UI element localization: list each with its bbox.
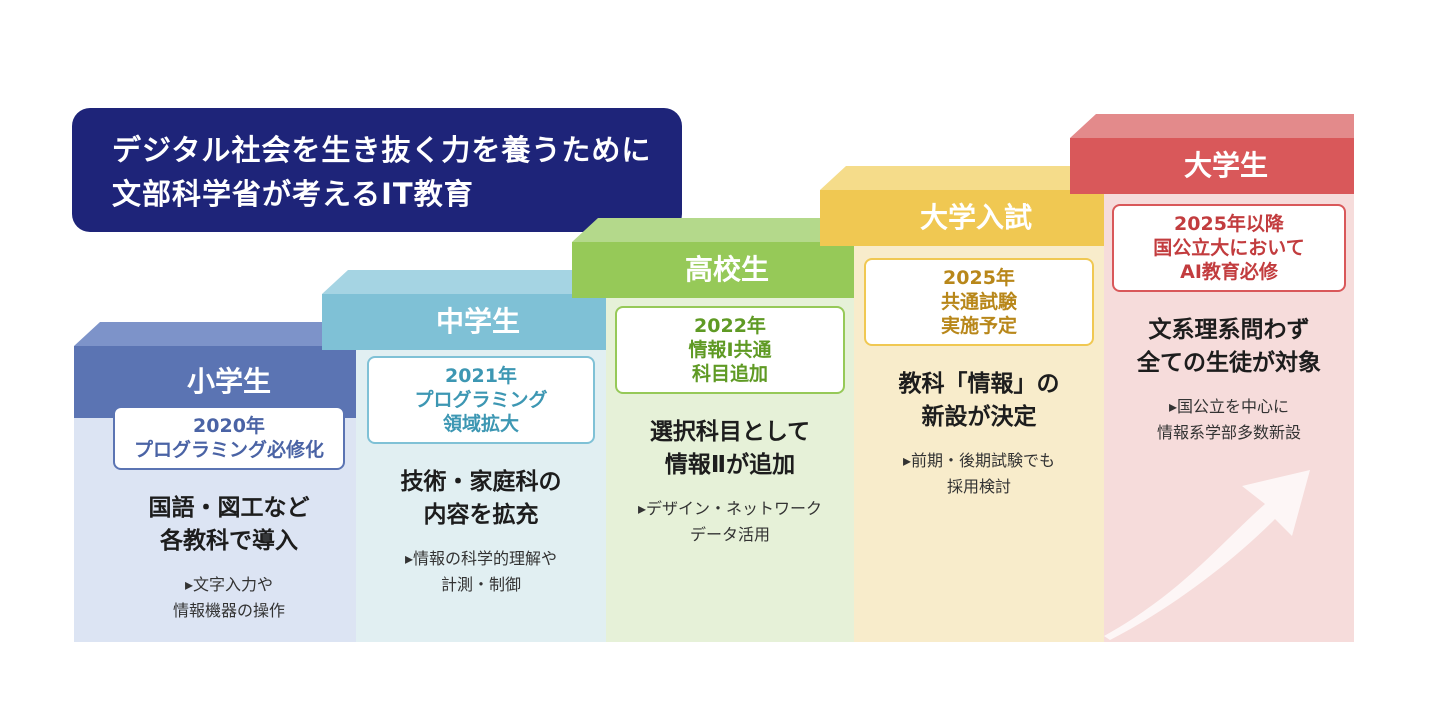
stage-university-content: 2025年以降 国公立大において AI教育必修 文系理系問わず 全ての生徒が対象… <box>1070 204 1354 446</box>
stage-entrance-exam-sub: ▸前期・後期試験でも 採用検討 <box>854 448 1104 500</box>
stage-high-school-sub: ▸デザイン・ネットワーク データ活用 <box>606 496 854 548</box>
badge-line: 情報Ⅰ共通 <box>688 339 772 361</box>
sub-line: ▸デザイン・ネットワーク <box>637 499 823 518</box>
badge-line: 科目追加 <box>691 363 768 385</box>
stage-high-school-top <box>572 218 854 242</box>
main-line: 文系理系問わず <box>1148 317 1310 343</box>
stage-elementary-badge: 2020年 プログラミング必修化 <box>113 406 345 470</box>
stage-entrance-exam-content: 2025年 共通試験 実施予定 教科「情報」の 新設が決定 ▸前期・後期試験でも… <box>820 258 1104 500</box>
stage-university-badge: 2025年以降 国公立大において AI教育必修 <box>1112 204 1346 292</box>
header-line-1: デジタル社会を生き抜く力を養うために <box>112 133 652 167</box>
badge-line: 2021年 <box>445 365 517 387</box>
badge-line: 共通試験 <box>940 291 1017 313</box>
sub-line: 採用検討 <box>946 477 1011 496</box>
stage-elementary-content: 2020年 プログラミング必修化 国語・図工など 各教科で導入 ▸文字入力や 情… <box>74 406 356 624</box>
stage-high-school-title: 高校生 <box>572 242 854 298</box>
main-line: 国語・図工など <box>148 495 310 521</box>
stage-junior-high-badge: 2021年 プログラミング 領域拡大 <box>367 356 595 444</box>
stage-junior-high-top <box>322 270 606 294</box>
stage-high-school-content: 2022年 情報Ⅰ共通 科目追加 選択科目として 情報Ⅱが追加 ▸デザイン・ネッ… <box>572 306 854 548</box>
stage-junior-high-sub: ▸情報の科学的理解や 計測・制御 <box>356 546 606 598</box>
growth-arrow-icon <box>1104 470 1310 640</box>
stage-elementary-sub: ▸文字入力や 情報機器の操作 <box>102 572 356 624</box>
badge-line: 領域拡大 <box>442 413 519 435</box>
badge-line: 2025年以降 <box>1174 213 1284 235</box>
main-line: 新設が決定 <box>921 404 1037 430</box>
main-line: 情報Ⅱが追加 <box>664 452 796 478</box>
header-box: デジタル社会を生き抜く力を養うために 文部科学省が考えるIT教育 <box>72 108 682 232</box>
sub-line: 計測・制御 <box>440 575 521 594</box>
sub-line: 情報機器の操作 <box>172 601 285 620</box>
badge-line: AI教育必修 <box>1180 261 1278 283</box>
stage-high-school-main: 選択科目として 情報Ⅱが追加 <box>606 416 854 482</box>
stage-entrance-exam-main: 教科「情報」の 新設が決定 <box>854 368 1104 434</box>
stage-junior-high-main: 技術・家庭科の 内容を拡充 <box>356 466 606 532</box>
stage-elementary-main: 国語・図工など 各教科で導入 <box>102 492 356 558</box>
header-line-2: 文部科学省が考えるIT教育 <box>112 177 474 211</box>
badge-line: 国公立大において <box>1153 237 1305 259</box>
sub-line: データ活用 <box>689 525 770 544</box>
sub-line: 情報系学部多数新設 <box>1156 423 1301 442</box>
stage-entrance-exam-badge: 2025年 共通試験 実施予定 <box>864 258 1094 346</box>
stage-university-main: 文系理系問わず 全ての生徒が対象 <box>1104 314 1354 380</box>
stage-elementary-top <box>74 322 356 346</box>
badge-line: プログラミング <box>414 389 548 411</box>
badge-line: 実施予定 <box>940 315 1017 337</box>
sub-line: ▸情報の科学的理解や <box>404 549 558 568</box>
stage-high-school-badge: 2022年 情報Ⅰ共通 科目追加 <box>615 306 845 394</box>
main-line: 選択科目として <box>649 419 811 445</box>
stage-university-title: 大学生 <box>1070 138 1354 194</box>
stage-university-top <box>1070 114 1354 138</box>
main-line: 教科「情報」の <box>898 371 1060 397</box>
sub-line: ▸文字入力や <box>184 575 274 594</box>
stage-junior-high-content: 2021年 プログラミング 領域拡大 技術・家庭科の 内容を拡充 ▸情報の科学的… <box>322 356 606 598</box>
badge-line: 2025年 <box>943 267 1015 289</box>
sub-line: ▸前期・後期試験でも <box>902 451 1056 470</box>
main-line: 技術・家庭科の <box>400 469 562 495</box>
main-line: 内容を拡充 <box>423 502 539 528</box>
stage-university-sub: ▸国公立を中心に 情報系学部多数新設 <box>1104 394 1354 446</box>
badge-line: 2020年 <box>193 415 265 437</box>
badge-line: プログラミング必修化 <box>133 439 324 461</box>
stage-junior-high-title: 中学生 <box>322 294 606 350</box>
stage-entrance-exam-top <box>820 166 1104 190</box>
stage-entrance-exam-title: 大学入試 <box>820 190 1104 246</box>
main-line: 全ての生徒が対象 <box>1137 350 1321 376</box>
sub-line: ▸国公立を中心に <box>1168 397 1290 416</box>
main-line: 各教科で導入 <box>160 528 298 554</box>
badge-line: 2022年 <box>694 315 766 337</box>
